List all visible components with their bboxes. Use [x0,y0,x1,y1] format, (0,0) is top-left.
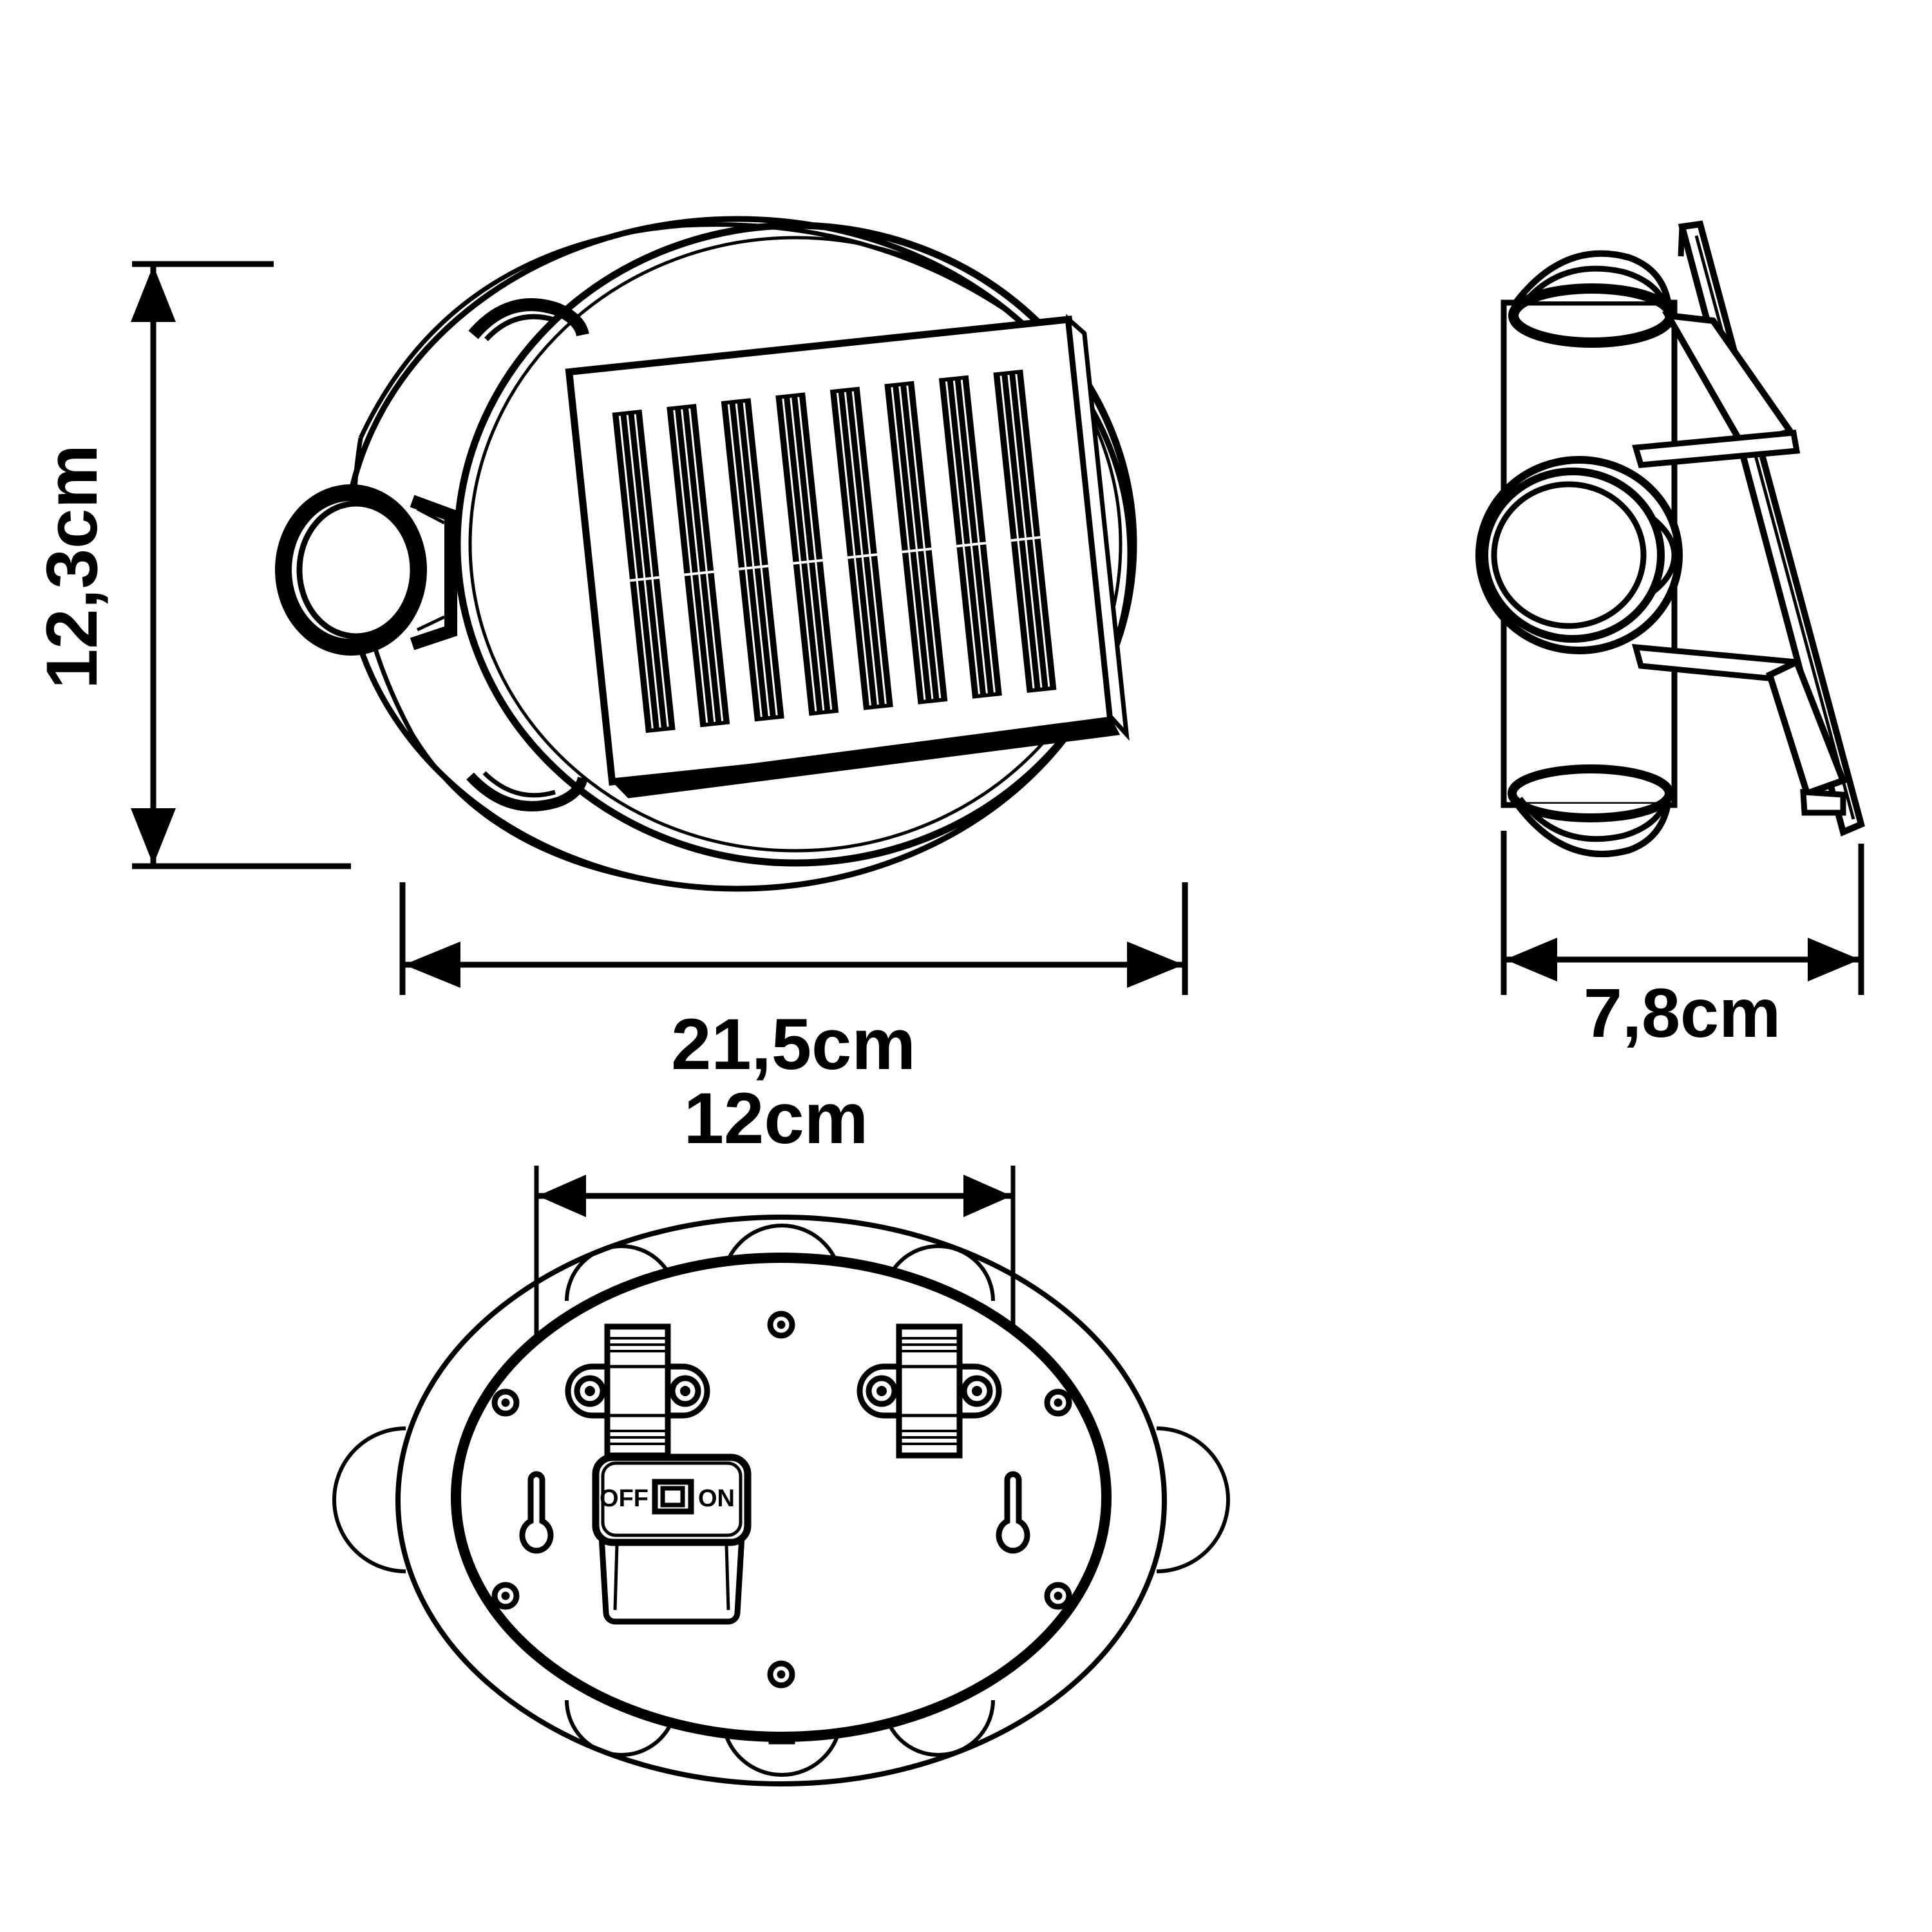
arrowhead-left [404,942,460,988]
arrowhead-right [963,1175,1012,1217]
side-lens-bottom-inner [1517,797,1670,842]
arrowhead-right [1808,938,1860,981]
lens-inner-ring-left [296,500,416,639]
side-lens-top-inner [1517,265,1670,310]
solar-panel [565,314,1130,799]
side-lens-middle [1475,456,1683,654]
bottom-plate-tab [768,1734,795,1745]
dimension-depth-label: 7,8cm [1584,974,1781,1052]
switch-rocker-indicator [660,1486,685,1508]
arrowhead-right [1127,942,1184,988]
front-shell-lip-upper [358,222,1006,439]
lens-outer-bottom [466,772,588,811]
dimension-mounting-label: 12cm [684,1078,868,1159]
lens-bump-right [1156,1426,1230,1573]
switch-skirt-edge-left [613,1544,619,1611]
switch-off-label: OFF [600,1485,649,1512]
arrowhead-left [1505,938,1557,981]
front-face-disc-inner [468,236,1122,853]
solar-panel-edge-right [1065,314,1130,741]
dimension-mounting: 12cm [534,1078,1016,1401]
side-bracket-upper-shelf [1632,430,1801,468]
side-lens-bottom-ring [1508,764,1674,822]
switch-body-inner [601,1461,743,1537]
lens-barrel-detail-left-a [416,507,446,525]
lens-outer-top [468,298,589,339]
switch-on-label: ON [698,1485,735,1512]
lens-barrel-left [410,495,457,650]
dimension-height: 12,3cm [32,261,351,869]
lens-inner-top [484,314,556,341]
lens-inner-bottom [482,771,556,798]
switch-skirt-edge-right [724,1544,730,1611]
lens-dome-left [275,484,457,656]
bottom-outer-shell [395,1215,1167,1786]
solar-panel-edge-bottom [612,716,1121,799]
dimension-depth: 7,8cm [1501,831,1864,1052]
bottom-view: OFF ON [332,1215,1230,1786]
arrowhead-down [131,808,176,865]
lens-dome-top [468,298,589,341]
power-switch[interactable]: OFF ON [592,1454,752,1625]
side-lens-bottom [1508,764,1674,858]
side-view [1475,220,1865,858]
side-panel-tip-top [1678,226,1685,257]
lens-bump-left [332,1426,406,1573]
side-lens-middle-barrel [1647,513,1678,598]
front-view [275,216,1137,892]
dimension-width: 21,5cm [399,882,1188,1084]
side-bracket-foot [1800,789,1846,816]
arrowhead-up [131,265,176,322]
dimension-width-label: 21,5cm [671,1004,916,1084]
switch-skirt [598,1533,745,1625]
lens-barrel-detail-left-b [416,615,446,632]
dimension-height-label: 12,3cm [32,444,112,689]
lens-dome-bottom [466,771,588,811]
arrowhead-left [538,1175,586,1217]
side-lens-middle-inner [1491,481,1647,629]
